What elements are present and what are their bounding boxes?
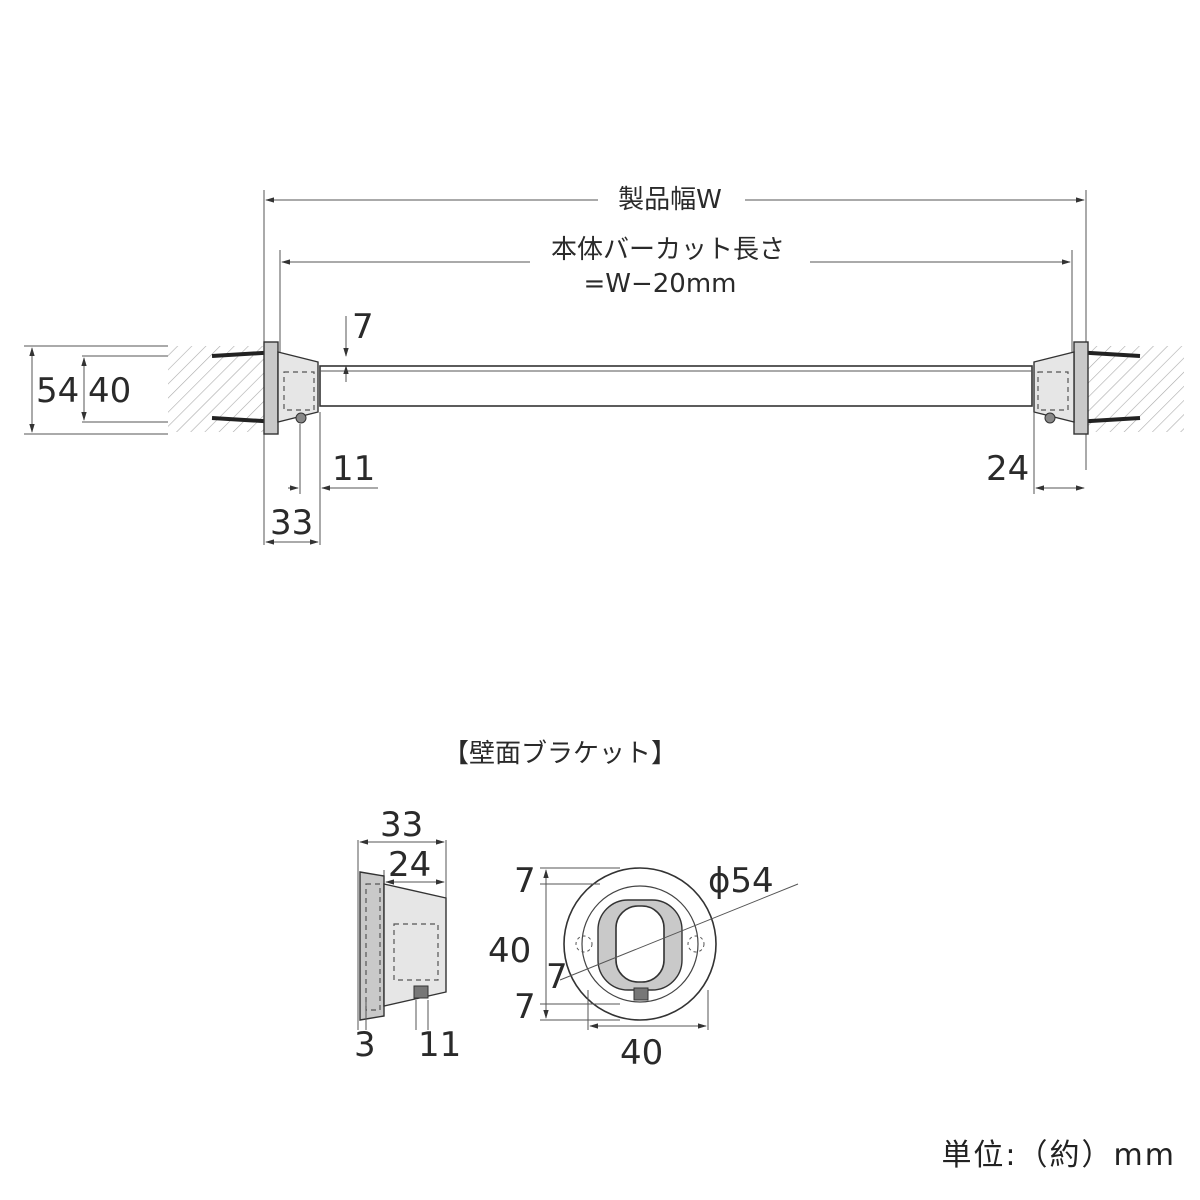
front-dim-7-bottom: 7 [514,987,536,1027]
bracket-front-view: 7 40 7 7 40 ϕ54 [488,861,799,1073]
dim-11: 11 [332,449,375,489]
bracket-section-title: 【壁面ブラケット】 [443,739,677,769]
left-bracket [211,341,319,435]
front-dim-phi54: ϕ54 [708,861,774,901]
right-bracket [1033,341,1141,435]
front-dim-7-top: 7 [514,861,536,901]
front-dim-7-mid: 7 [546,957,568,997]
dim-24: 24 [986,449,1029,489]
side-dim-33: 33 [380,805,423,845]
dim-40-left: 40 [88,371,131,411]
product-width-label: 製品幅W [618,185,722,215]
side-dim-11: 11 [418,1025,461,1065]
dim-33: 33 [270,503,313,543]
side-dim-24: 24 [388,845,431,885]
dim-7-top: 7 [352,307,374,347]
unit-note: 単位:（約）mm [941,1138,1176,1173]
front-dim-40-left: 40 [488,931,531,971]
front-dim-40-bottom: 40 [620,1033,663,1073]
rod [319,365,1033,407]
side-dim-3: 3 [354,1025,376,1065]
bar-cut-length-label: 本体バーカット長さ [551,235,785,265]
rod-assembly-view: 製品幅W 本体バーカット長さ =W−20mm [24,185,1184,545]
bracket-side-view: 33 24 3 11 [354,805,461,1065]
bar-cut-formula-label: =W−20mm [583,269,736,299]
dim-54: 54 [36,371,79,411]
